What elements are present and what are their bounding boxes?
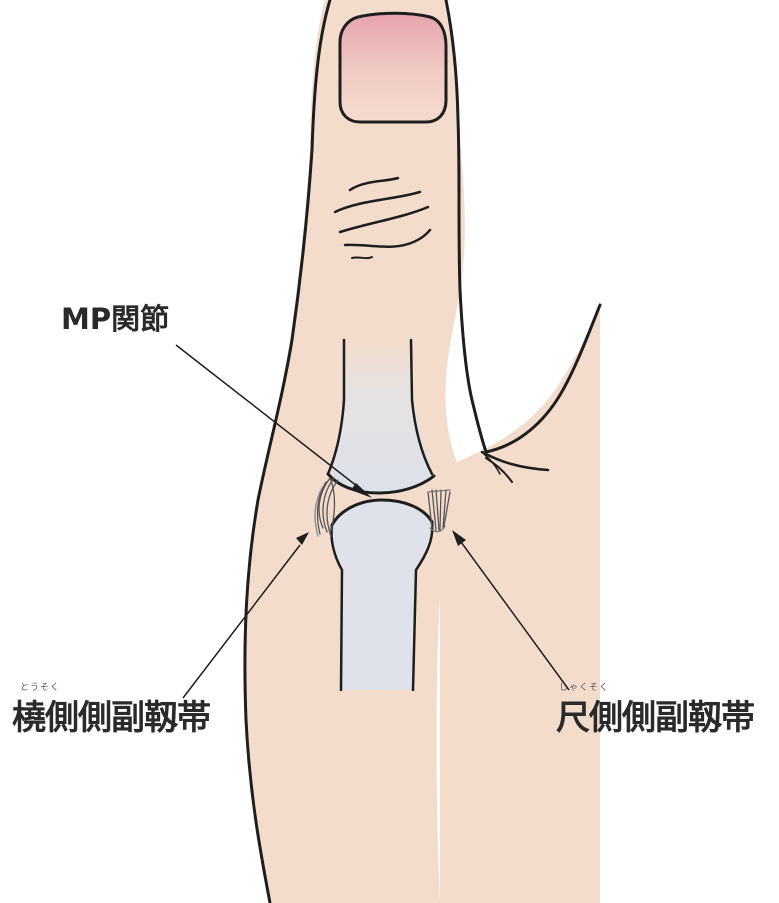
knuckle-wrinkle-5 (352, 257, 372, 258)
ulnar-ligament-ruby: しゃくそく (559, 684, 609, 693)
palm-region (440, 300, 600, 903)
radial-ligament-ruby: とうそく (20, 684, 60, 693)
mp-joint-label: MP関節 (61, 305, 169, 334)
radial-ligament-label: 橈側側副靱帯 (12, 701, 210, 735)
thumbnail (340, 13, 446, 122)
ulnar-ligament-label: 尺側側副靱帯 (556, 701, 754, 735)
